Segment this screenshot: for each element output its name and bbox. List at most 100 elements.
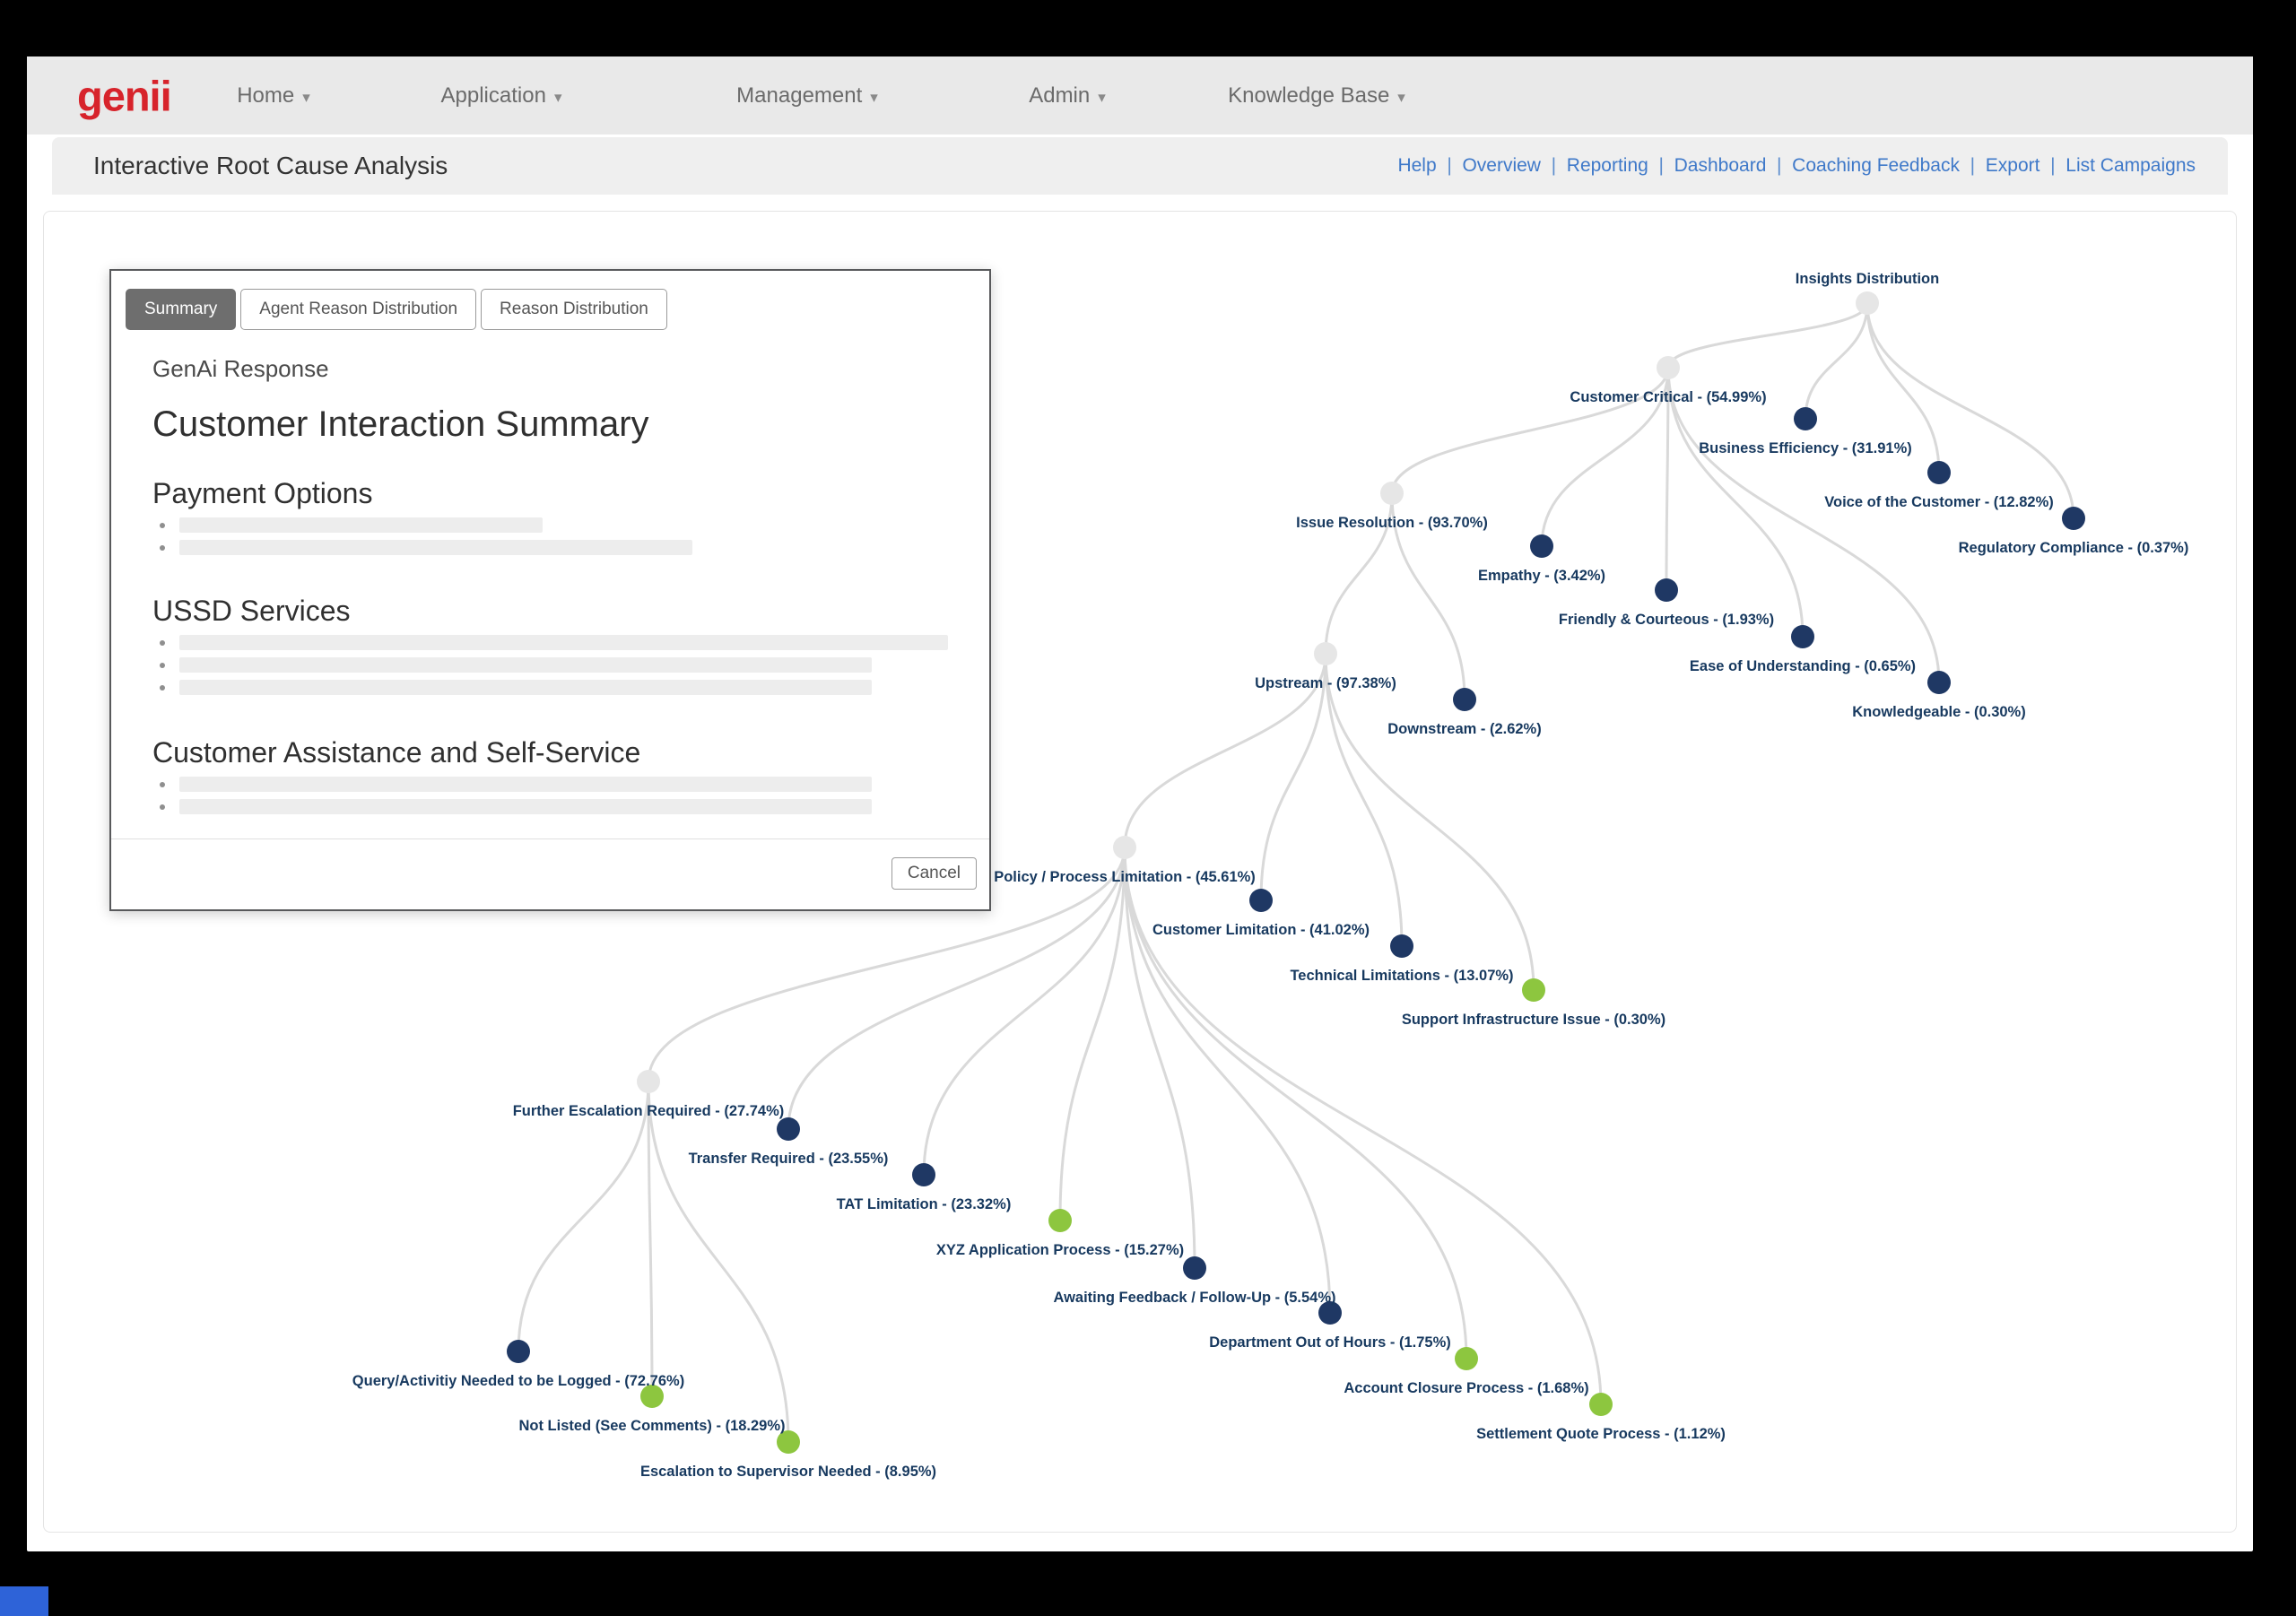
summary-heading: Customer Interaction Summary	[152, 404, 649, 444]
tree-node-label-support-infrastructure: Support Infrastructure Issue - (0.30%)	[1402, 1012, 1665, 1028]
link-help[interactable]: Help	[1397, 155, 1437, 176]
tree-node-settlement-quote[interactable]	[1589, 1393, 1613, 1416]
link-export[interactable]: Export	[1960, 155, 2040, 177]
tree-edge	[517, 1080, 650, 1353]
tree-node-label-voice-of-customer: Voice of the Customer - (12.82%)	[1824, 494, 2054, 510]
tree-node-tat-limitation[interactable]	[912, 1163, 935, 1186]
tree-node-label-upstream: Upstream - (97.38%)	[1255, 675, 1396, 691]
tree-node-label-customer-limitation: Customer Limitation - (41.02%)	[1152, 922, 1370, 938]
nav-item-management[interactable]: Management	[736, 83, 878, 109]
genii-logo[interactable]: genii	[77, 72, 172, 119]
tree-node-label-escalation-supervisor: Escalation to Supervisor Needed - (8.95%…	[640, 1464, 936, 1480]
summary-modal: Summary Agent Reason Distribution Reason…	[109, 269, 991, 911]
tree-node-department-hours[interactable]	[1318, 1301, 1342, 1325]
page-header: Interactive Root Cause Analysis Help Ove…	[52, 137, 2228, 195]
redacted-text-bar	[179, 777, 872, 792]
nav-item-admin[interactable]: Admin	[1029, 83, 1106, 109]
tree-node-label-account-closure: Account Closure Process - (1.68%)	[1344, 1380, 1588, 1396]
tree-edge	[1324, 652, 1535, 992]
tree-edge	[1123, 846, 1468, 1360]
tree-edge	[787, 846, 1126, 1131]
tree-edge	[1058, 846, 1126, 1222]
cancel-button[interactable]: Cancel	[891, 857, 977, 890]
tree-node-label-ease-of-understanding: Ease of Understanding - (0.65%)	[1690, 658, 1916, 674]
top-navbar: genii Home Application Management Admin …	[27, 56, 2253, 135]
tree-node-label-friendly-courteous: Friendly & Courteous - (1.93%)	[1559, 612, 1774, 628]
tree-node-further-escalation[interactable]	[637, 1070, 660, 1093]
tree-node-label-department-hours: Department Out of Hours - (1.75%)	[1209, 1334, 1451, 1351]
modal-tabs: Summary Agent Reason Distribution Reason…	[126, 289, 989, 330]
tree-edge	[1123, 846, 1332, 1315]
redacted-text-bar	[179, 635, 948, 650]
tree-node-knowledgeable[interactable]	[1927, 671, 1951, 694]
tree-node-label-business-efficiency: Business Efficiency - (31.91%)	[1699, 440, 1912, 456]
tree-edge	[1804, 301, 1869, 421]
tree-node-label-xyz-application: XYZ Application Process - (15.27%)	[936, 1242, 1184, 1258]
link-coaching-feedback[interactable]: Coaching Feedback	[1766, 155, 1960, 177]
nav-item-knowledge-base[interactable]: Knowledge Base	[1228, 83, 1405, 109]
tree-node-regulatory-compliance[interactable]	[2062, 507, 2085, 530]
tree-node-label-regulatory-compliance: Regulatory Compliance - (0.37%)	[1959, 540, 2189, 556]
bottom-left-blue-fragment	[0, 1586, 48, 1616]
link-list-campaigns[interactable]: List Campaigns	[2039, 155, 2196, 177]
tree-node-label-not-listed: Not Listed (See Comments) - (18.29%)	[518, 1418, 785, 1434]
page-title: Interactive Root Cause Analysis	[93, 152, 448, 179]
tree-edge	[1866, 301, 1941, 474]
tree-node-upstream[interactable]	[1314, 642, 1337, 665]
bullet-dot-icon	[160, 639, 165, 646]
tree-node-empathy[interactable]	[1530, 534, 1553, 558]
bullet-dot-icon	[160, 662, 165, 668]
tree-edge	[1666, 366, 1941, 684]
tab-agent-reason-distribution[interactable]: Agent Reason Distribution	[240, 289, 477, 330]
tree-node-root[interactable]	[1856, 291, 1879, 315]
tree-node-label-awaiting-feedback: Awaiting Feedback / Follow-Up - (5.54%)	[1053, 1290, 1335, 1306]
tree-edge	[1324, 652, 1404, 948]
section-title-ussd-services: USSD Services	[152, 595, 351, 627]
bullet-dot-icon	[160, 781, 165, 787]
tree-node-business-efficiency[interactable]	[1794, 407, 1817, 430]
section-title-payment-options: Payment Options	[152, 477, 373, 509]
tree-node-label-technical-limitations: Technical Limitations - (13.07%)	[1290, 968, 1513, 984]
link-reporting[interactable]: Reporting	[1541, 155, 1648, 177]
tree-edge	[1324, 491, 1394, 656]
tree-node-support-infrastructure[interactable]	[1522, 978, 1545, 1002]
tree-node-label-query-activity: Query/Activitiy Needed to be Logged - (7…	[352, 1373, 684, 1389]
nav-item-home[interactable]: Home	[237, 83, 310, 109]
redacted-bullet	[152, 777, 948, 792]
tree-edge	[1666, 366, 1805, 639]
tab-summary[interactable]: Summary	[126, 289, 237, 330]
tree-node-customer-limitation[interactable]	[1249, 889, 1273, 912]
tree-node-label-issue-resolution: Issue Resolution - (93.70%)	[1296, 515, 1488, 531]
tree-edge	[1390, 366, 1670, 495]
tree-node-awaiting-feedback[interactable]	[1183, 1256, 1206, 1280]
redacted-text-bar	[179, 517, 543, 533]
tree-node-customer-critical[interactable]	[1657, 356, 1680, 379]
tab-reason-distribution[interactable]: Reason Distribution	[481, 289, 667, 330]
redacted-text-bar	[179, 657, 872, 673]
link-dashboard[interactable]: Dashboard	[1648, 155, 1767, 177]
tree-node-label-knowledgeable: Knowledgeable - (0.30%)	[1852, 704, 2025, 720]
tree-node-issue-resolution[interactable]	[1380, 482, 1404, 505]
tree-node-friendly-courteous[interactable]	[1655, 578, 1678, 602]
tree-node-downstream[interactable]	[1453, 688, 1476, 711]
tree-edge	[1665, 366, 1670, 592]
tree-node-xyz-application[interactable]	[1048, 1209, 1072, 1232]
tree-node-policy-process[interactable]	[1113, 836, 1136, 859]
link-overview[interactable]: Overview	[1437, 155, 1541, 177]
tree-node-escalation-supervisor[interactable]	[777, 1430, 800, 1454]
tree-node-ease-of-understanding[interactable]	[1791, 625, 1814, 648]
tree-node-not-listed[interactable]	[640, 1385, 664, 1408]
tree-edge	[1123, 846, 1196, 1270]
tree-node-transfer-required[interactable]	[777, 1117, 800, 1141]
tree-node-account-closure[interactable]	[1455, 1347, 1478, 1370]
tree-node-label-root: Insights Distribution	[1796, 271, 1939, 287]
tree-node-query-activity[interactable]	[507, 1340, 530, 1363]
bullet-dot-icon	[160, 804, 165, 810]
tree-node-label-policy-process: Policy / Process Limitation - (45.61%)	[994, 869, 1256, 885]
tree-node-technical-limitations[interactable]	[1390, 934, 1413, 958]
redacted-bullet	[152, 540, 948, 555]
tree-node-voice-of-customer[interactable]	[1927, 461, 1951, 484]
tree-node-label-customer-critical: Customer Critical - (54.99%)	[1570, 389, 1766, 405]
tree-node-label-empathy: Empathy - (3.42%)	[1478, 568, 1605, 584]
nav-item-application[interactable]: Application	[441, 83, 562, 109]
